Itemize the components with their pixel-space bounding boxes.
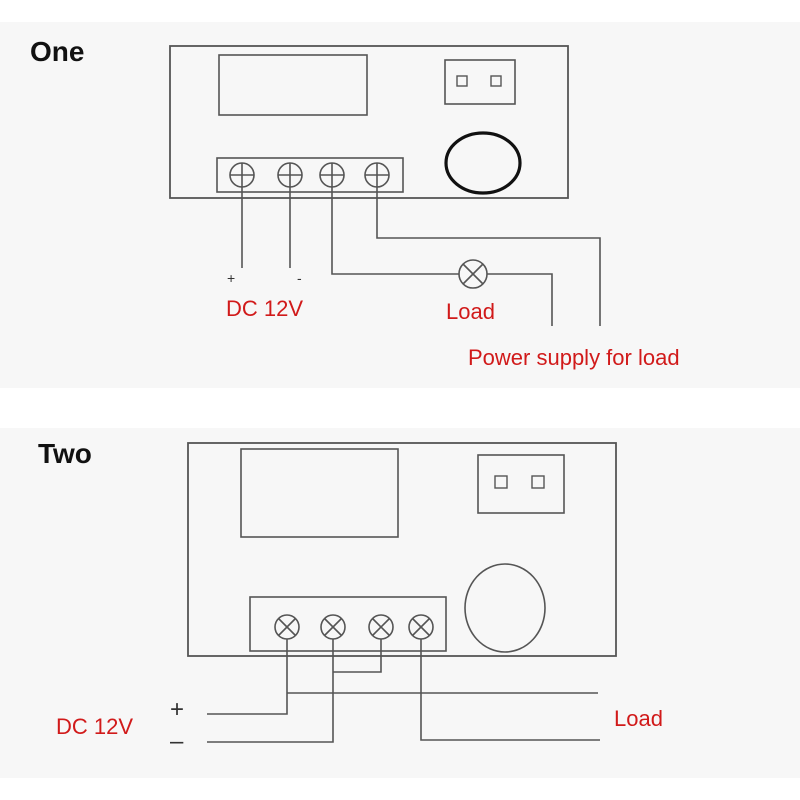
relay-pin [456,75,468,87]
adjust-knob [464,563,546,653]
dc-supply-label: DC 12V [56,714,134,739]
screw-terminal [229,162,255,188]
relay-connector [444,59,516,105]
screw-terminal [277,162,303,188]
supply-minus-sign: – [170,728,184,755]
load-power-label: Power supply for load [468,345,680,370]
screw-terminal [364,162,390,188]
wire-load-power [376,187,601,326]
diagram-two-title: Two [38,438,92,469]
relay-pin [531,475,545,489]
relay-pin [490,75,502,87]
diagram-two-wires [207,639,600,743]
wire-supply-plus [207,639,288,715]
diagram-two-module [187,442,617,657]
screw-terminal [320,614,346,640]
supply-plus-sign: + [227,270,236,286]
display-window [240,448,399,538]
wire-load [331,187,459,275]
relay-connector [477,454,565,514]
display-window [218,54,368,116]
terminal-block [216,157,404,193]
diagram-one-module [169,45,569,199]
adjust-knob [444,131,522,195]
relay-pin [494,475,508,489]
supply-plus-sign: + [170,696,185,723]
screw-terminal [274,614,300,640]
diagram-two-panel [0,428,800,778]
screw-terminal [368,614,394,640]
module-body [169,45,569,199]
screw-terminal [408,614,434,640]
load-label: Load [446,299,495,324]
terminal-block [249,596,447,652]
diagram-one-panel [0,22,800,388]
module-body [187,442,617,657]
wire-load-return [420,639,600,741]
wire-supply-minus [207,639,334,743]
load-label: Load [614,706,663,731]
diagram-one-title: One [30,36,85,67]
diagram-one-wires [241,187,601,326]
dc-supply-label: DC 12V [226,296,304,321]
lamp-symbol [458,259,488,289]
wire-bridge [333,639,382,673]
wire-load-return [487,273,553,326]
supply-minus-sign: - [297,270,302,286]
screw-terminal [319,162,345,188]
